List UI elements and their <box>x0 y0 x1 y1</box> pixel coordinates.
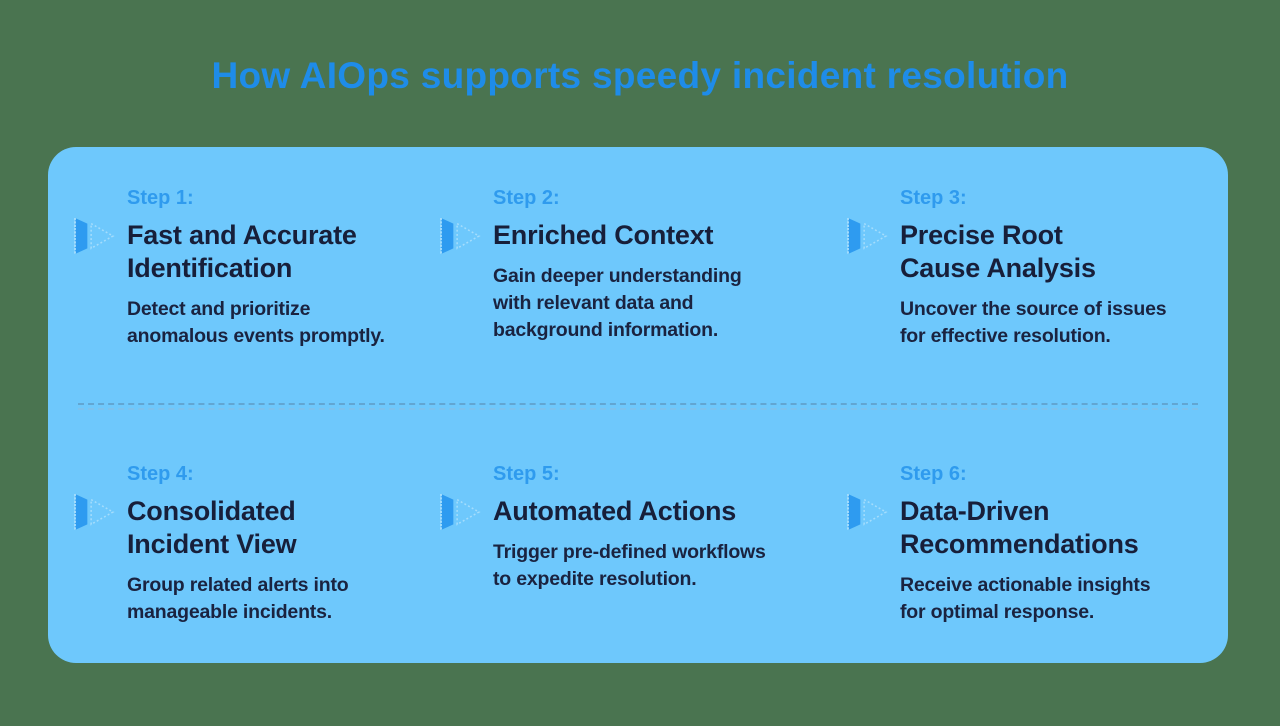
steps-row-top: Step 1: Fast and Accurate Identification… <box>72 147 1204 403</box>
step-description: Uncover the source of issues for effecti… <box>900 298 1167 347</box>
step-label: Step 6: <box>900 463 967 485</box>
step-title: Precise Root Cause Analysis <box>900 220 1096 283</box>
step-label: Step 3: <box>900 187 967 209</box>
step-text: Step 5: Automated Actions Trigger pre-de… <box>493 462 845 593</box>
step-arrow-icon <box>72 493 116 536</box>
step-arrow-icon <box>72 217 116 260</box>
step-title: Fast and Accurate Identification <box>127 220 357 283</box>
step-description: Group related alerts into manageable inc… <box>127 574 349 623</box>
step-description: Receive actionable insights for optimal … <box>900 574 1151 623</box>
page-title: How AIOps supports speedy incident resol… <box>211 55 1069 96</box>
step-text: Step 3: Precise Root Cause Analysis Unco… <box>900 186 1204 350</box>
step-3: Step 3: Precise Root Cause Analysis Unco… <box>845 186 1204 403</box>
step-label: Step 5: <box>493 463 560 485</box>
step-arrow-icon <box>845 217 889 260</box>
step-title: Consolidated Incident View <box>127 496 297 559</box>
steps-card: Step 1: Fast and Accurate Identification… <box>48 147 1228 663</box>
step-arrow-icon <box>438 493 482 536</box>
row-divider <box>78 403 1198 410</box>
step-description: Gain deeper understanding with relevant … <box>493 265 742 341</box>
step-text: Step 4: Consolidated Incident View Group… <box>127 462 438 626</box>
step-4: Step 4: Consolidated Incident View Group… <box>72 462 438 626</box>
step-text: Step 2: Enriched Context Gain deeper und… <box>493 186 845 344</box>
step-2: Step 2: Enriched Context Gain deeper und… <box>438 186 845 403</box>
step-text: Step 6: Data-Driven Recommendations Rece… <box>900 462 1204 626</box>
step-label: Step 1: <box>127 187 194 209</box>
step-label: Step 2: <box>493 187 560 209</box>
step-title: Automated Actions <box>493 496 737 526</box>
step-arrow-icon <box>845 493 889 536</box>
step-description: Trigger pre-defined workflows to expedit… <box>493 541 766 590</box>
step-6: Step 6: Data-Driven Recommendations Rece… <box>845 462 1204 626</box>
step-title: Data-Driven Recommendations <box>900 496 1139 559</box>
step-description: Detect and prioritize anomalous events p… <box>127 298 385 347</box>
step-arrow-icon <box>438 217 482 260</box>
step-5: Step 5: Automated Actions Trigger pre-de… <box>438 462 845 626</box>
step-1: Step 1: Fast and Accurate Identification… <box>72 186 438 403</box>
step-text: Step 1: Fast and Accurate Identification… <box>127 186 438 350</box>
step-title: Enriched Context <box>493 220 714 250</box>
steps-row-bottom: Step 4: Consolidated Incident View Group… <box>72 410 1204 626</box>
step-label: Step 4: <box>127 463 194 485</box>
